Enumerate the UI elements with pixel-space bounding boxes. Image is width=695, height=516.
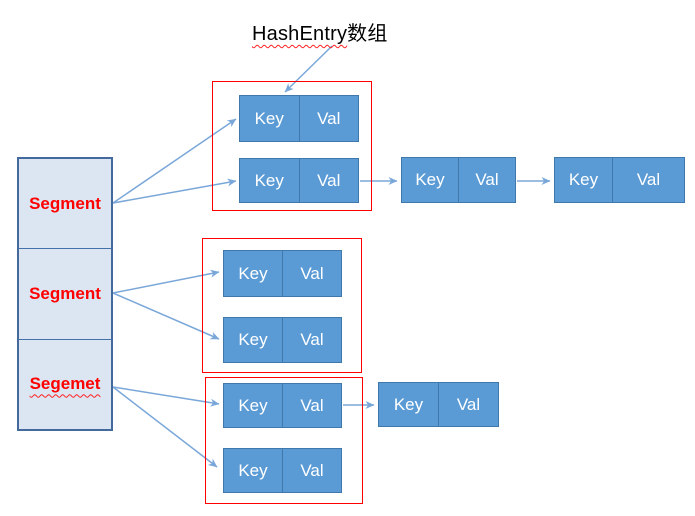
key-label: Key xyxy=(238,460,268,480)
key-cell: Key xyxy=(224,449,283,492)
diagram-title: HashEntry数组 xyxy=(252,17,388,46)
key-label: Key xyxy=(393,394,424,414)
chain-node-row2-b: Key Val xyxy=(554,157,685,203)
arrow-seg3-node2 xyxy=(112,386,218,468)
key-cell: Key xyxy=(240,159,300,202)
key-cell: Key xyxy=(402,158,459,202)
title-latin-text: HashEntry xyxy=(252,23,348,45)
title-cjk-text: 数组 xyxy=(347,23,388,45)
val-label: Val xyxy=(300,460,324,480)
val-cell: Val xyxy=(300,96,359,141)
val-label: Val xyxy=(456,394,481,414)
val-cell: Val xyxy=(300,159,359,202)
key-cell: Key xyxy=(555,158,613,202)
key-cell: Key xyxy=(224,251,283,296)
val-cell: Val xyxy=(283,251,341,296)
arrow-seg3-node1 xyxy=(112,386,220,407)
hashentry-node-g1-r1: Key Val xyxy=(239,95,359,142)
key-cell: Key xyxy=(224,384,283,427)
val-label: Val xyxy=(317,108,341,128)
hashentry-node-g3-r1: Key Val xyxy=(223,383,342,428)
key-label: Key xyxy=(254,108,284,128)
hashentry-node-g2-r1: Key Val xyxy=(223,250,342,297)
segment-label: Segment xyxy=(29,283,101,303)
key-label: Key xyxy=(238,263,268,283)
chain-node-row2-a: Key Val xyxy=(401,157,516,203)
val-cell: Val xyxy=(283,449,341,492)
key-cell: Key xyxy=(224,318,283,362)
val-label: Val xyxy=(636,170,661,189)
key-label: Key xyxy=(238,330,268,349)
segment-cell-1: Segment xyxy=(19,159,111,248)
hashentry-node-g3-r2: Key Val xyxy=(223,448,342,493)
segment-cell-3: Segemet xyxy=(19,338,111,429)
hashentry-node-g2-r2: Key Val xyxy=(223,317,342,363)
hashentry-group-1 xyxy=(212,81,372,211)
val-cell: Val xyxy=(613,158,684,202)
segment-label: Segemet xyxy=(29,374,101,394)
val-cell: Val xyxy=(459,158,515,202)
segment-array: Segment Segment Segemet xyxy=(17,157,113,431)
chain-node-row4: Key Val xyxy=(378,382,499,427)
val-label: Val xyxy=(300,330,324,349)
hashentry-node-g1-r2: Key Val xyxy=(239,158,359,203)
val-cell: Val xyxy=(283,384,341,427)
segment-label: Segment xyxy=(29,193,101,213)
val-cell: Val xyxy=(439,383,498,426)
key-cell: Key xyxy=(379,383,439,426)
key-label: Key xyxy=(238,395,268,415)
hashentry-group-2 xyxy=(202,238,362,373)
hashentry-group-3 xyxy=(205,377,363,504)
segment-cell-2: Segment xyxy=(19,248,111,338)
val-label: Val xyxy=(300,263,324,283)
val-cell: Val xyxy=(283,318,341,362)
key-label: Key xyxy=(415,170,445,189)
val-label: Val xyxy=(300,395,324,415)
key-label: Key xyxy=(254,170,284,190)
key-cell: Key xyxy=(240,96,300,141)
val-label: Val xyxy=(317,170,341,190)
val-label: Val xyxy=(475,170,499,189)
key-label: Key xyxy=(568,170,599,189)
